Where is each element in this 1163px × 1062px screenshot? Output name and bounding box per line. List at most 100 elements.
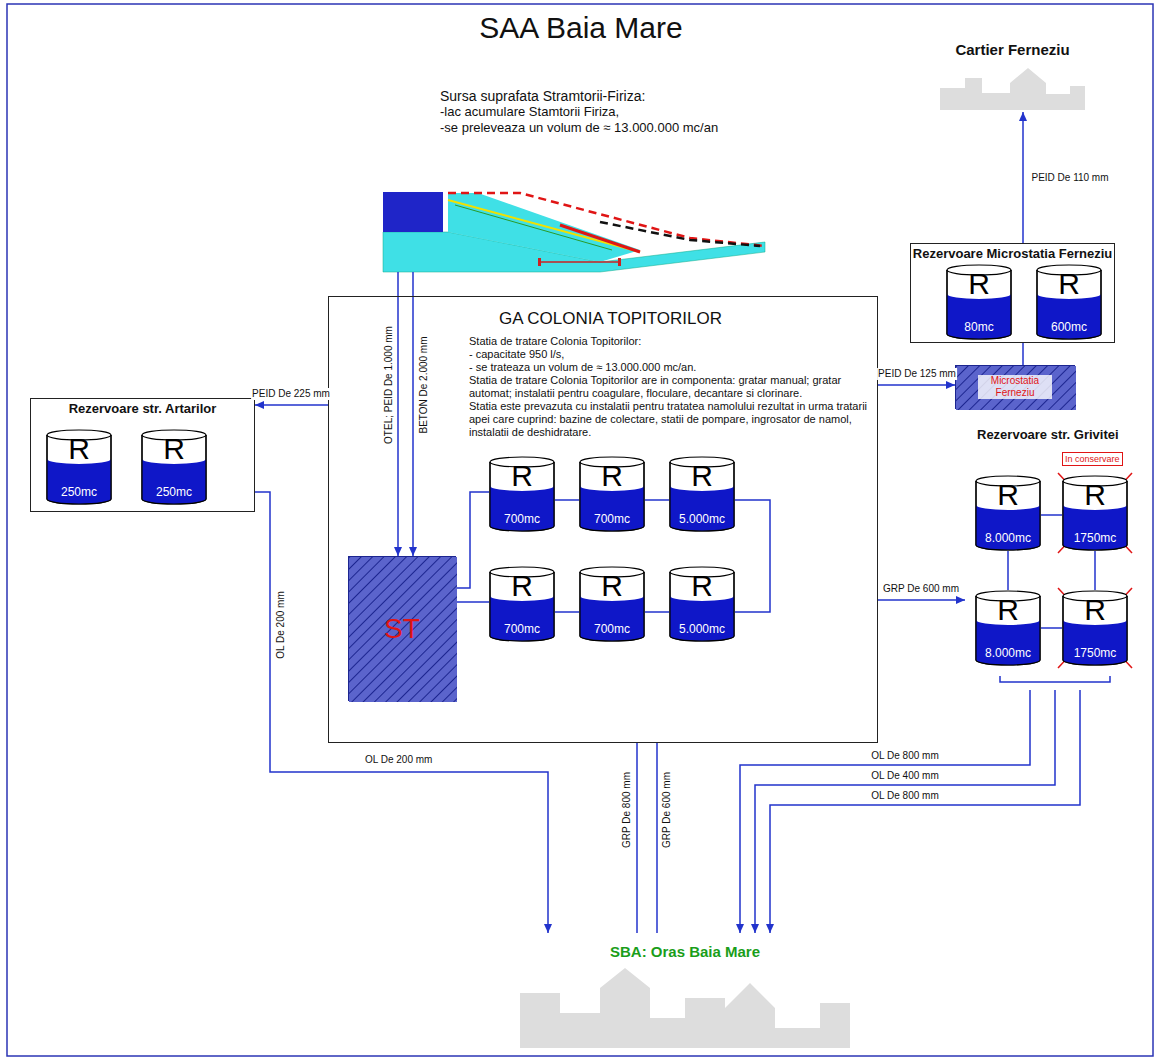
pipe-connector bbox=[1041, 514, 1062, 516]
pipe-connector bbox=[456, 601, 489, 603]
node-text: R bbox=[601, 570, 623, 602]
note-label: OL De 200 mm bbox=[365, 754, 432, 766]
node-text: 80mc bbox=[964, 320, 993, 334]
node-text: R bbox=[1058, 268, 1080, 300]
reservoir: R 600mc bbox=[1036, 264, 1102, 340]
reservoir: R 700mc bbox=[489, 566, 555, 642]
pipe-label: OL De 400 mm bbox=[870, 770, 939, 782]
node-text: Statia de tratare Colonia Topitorilor: bbox=[469, 335, 874, 348]
node-text: -lac acumulare Stamtorii Firiza, bbox=[440, 104, 770, 120]
node-box: Rezervoare str. ArtarilorR 250mc R 250mc bbox=[30, 398, 255, 512]
pipe-label: GRP De 600 mm bbox=[661, 771, 673, 849]
node-text: 5.000mc bbox=[679, 512, 725, 526]
pipe-connector bbox=[255, 492, 548, 933]
pipe-connector bbox=[645, 499, 669, 501]
node-text: - se trateaza un volum de ≈ 13.000.000 m… bbox=[469, 361, 874, 374]
pipe-connector bbox=[656, 743, 658, 933]
node-text: 1750mc bbox=[1074, 646, 1117, 660]
dam-illustration bbox=[383, 192, 765, 272]
pipe-connector bbox=[456, 492, 489, 588]
node-text: R bbox=[511, 460, 533, 492]
pipe-label: OL De 800 mm bbox=[870, 790, 939, 802]
node-box: Cartier Ferneziu bbox=[920, 38, 1105, 112]
reservoir: R 1750mc bbox=[1062, 590, 1128, 666]
reservoir: R 1750mc bbox=[1062, 475, 1128, 551]
pipe-connector bbox=[735, 500, 770, 612]
pipe-connector bbox=[1022, 343, 1024, 365]
node-text: R bbox=[601, 460, 623, 492]
diagram-title: SAA Baia Mare bbox=[479, 22, 682, 34]
reservoir: R 250mc bbox=[141, 429, 207, 505]
reservoir: R 250mc bbox=[46, 429, 112, 505]
node-text: R bbox=[68, 433, 90, 465]
node-text: GA COLONIA TOPITORILOR bbox=[499, 309, 874, 329]
reservoir: R 700mc bbox=[579, 456, 645, 532]
pipe-label: OL De 800 mm bbox=[870, 750, 939, 762]
node-text: R bbox=[163, 433, 185, 465]
node-text: Rezervoare str. Artarilor bbox=[31, 399, 254, 416]
node-text: Statia de tratare Colonia Topitorilor ar… bbox=[469, 374, 874, 400]
node-text: Sursa suprafata Stramtorii-Firiza: bbox=[440, 88, 770, 104]
node-text: 700mc bbox=[504, 622, 540, 636]
reservoir: R80mc bbox=[946, 264, 1012, 340]
pipe-connector bbox=[645, 611, 669, 613]
node-text: 8.000mc bbox=[985, 531, 1031, 545]
reservoir: R 5.000mc bbox=[669, 566, 735, 642]
pipe-connector bbox=[770, 690, 1080, 933]
node-text: R bbox=[511, 570, 533, 602]
pipe-label: GRP De 800 mm bbox=[621, 771, 633, 849]
node-box: Microstatia Ferneziu bbox=[955, 365, 1075, 409]
node-text: R bbox=[691, 570, 713, 602]
node-text: SBA: Oras Baia Mare bbox=[500, 933, 870, 960]
node-box: Rezervoare Microstatia FerneziuR80mc R 600… bbox=[910, 243, 1115, 343]
node-text: R bbox=[1084, 594, 1106, 626]
text-group: Sursa suprafata Stramtorii-Firiza:-lac a… bbox=[440, 88, 770, 136]
reservoir: R 5.000mc bbox=[669, 456, 735, 532]
node-text: 250mc bbox=[156, 485, 192, 499]
node-text: R bbox=[997, 594, 1019, 626]
node-text: R bbox=[1084, 479, 1106, 511]
node-text: 5.000mc bbox=[679, 622, 725, 636]
node-text: 700mc bbox=[594, 622, 630, 636]
node-box: Sursa suprafata Stramtorii-Firiza:-lac a… bbox=[383, 88, 773, 272]
node-text: Rezervoare Microstatia Ferneziu bbox=[911, 244, 1114, 261]
node-text: Rezervoare str. Grivitei bbox=[965, 425, 1140, 442]
pipe-label: PEID De 110 mm bbox=[1030, 172, 1109, 184]
pipe-connector bbox=[1007, 551, 1009, 590]
node-text: - capacitate 950 l/s, bbox=[469, 348, 874, 361]
reservoir-collector bbox=[1000, 676, 1110, 682]
node-text: 600mc bbox=[1051, 320, 1087, 334]
pipe-connector bbox=[878, 384, 955, 386]
text-group: GA COLONIA TOPITORILOR Statia de tratare … bbox=[469, 309, 874, 439]
pipe-connector bbox=[555, 499, 579, 501]
reservoir: R 700mc bbox=[579, 566, 645, 642]
node-text: ST bbox=[384, 613, 420, 645]
reservoir: R8.000mc bbox=[975, 475, 1041, 551]
pipe-label: BETON De 2.000 mm bbox=[418, 335, 430, 434]
node-text: R bbox=[691, 460, 713, 492]
pipe-label: PEID De 125 mm bbox=[877, 368, 957, 380]
node-text: Cartier Ferneziu bbox=[920, 38, 1105, 58]
pipe-connector bbox=[397, 272, 399, 556]
node-text: -se preleveaza un volum de ≈ 13.000.000 … bbox=[440, 120, 770, 136]
node-text: Statia este prevazuta cu instalatii pent… bbox=[469, 400, 874, 439]
node-text: Microstatia Ferneziu bbox=[978, 375, 1052, 399]
pipe-connector bbox=[755, 690, 1055, 933]
pipe-label: OL De 200 mm bbox=[275, 590, 287, 659]
node-text: 1750mc bbox=[1074, 531, 1117, 545]
pipe-connector bbox=[1041, 627, 1062, 629]
pipe-connector bbox=[740, 690, 1030, 933]
node-box: SBA: Oras Baia Mare bbox=[500, 933, 870, 1050]
page-frame bbox=[7, 4, 1153, 1056]
note-label: In conservare bbox=[1062, 452, 1123, 466]
node-text: 700mc bbox=[594, 512, 630, 526]
pipe-connector bbox=[412, 272, 414, 556]
pipe-label: GRP De 600 mm bbox=[882, 583, 960, 595]
reservoir: R700mc bbox=[489, 456, 555, 532]
pipe-connector bbox=[1094, 551, 1096, 590]
node-text: 250mc bbox=[61, 485, 97, 499]
pipe-label: OTEL; PEID De 1.000 mm bbox=[383, 325, 395, 445]
pipe-connector bbox=[878, 599, 965, 601]
conservation-cross bbox=[1058, 473, 1132, 668]
